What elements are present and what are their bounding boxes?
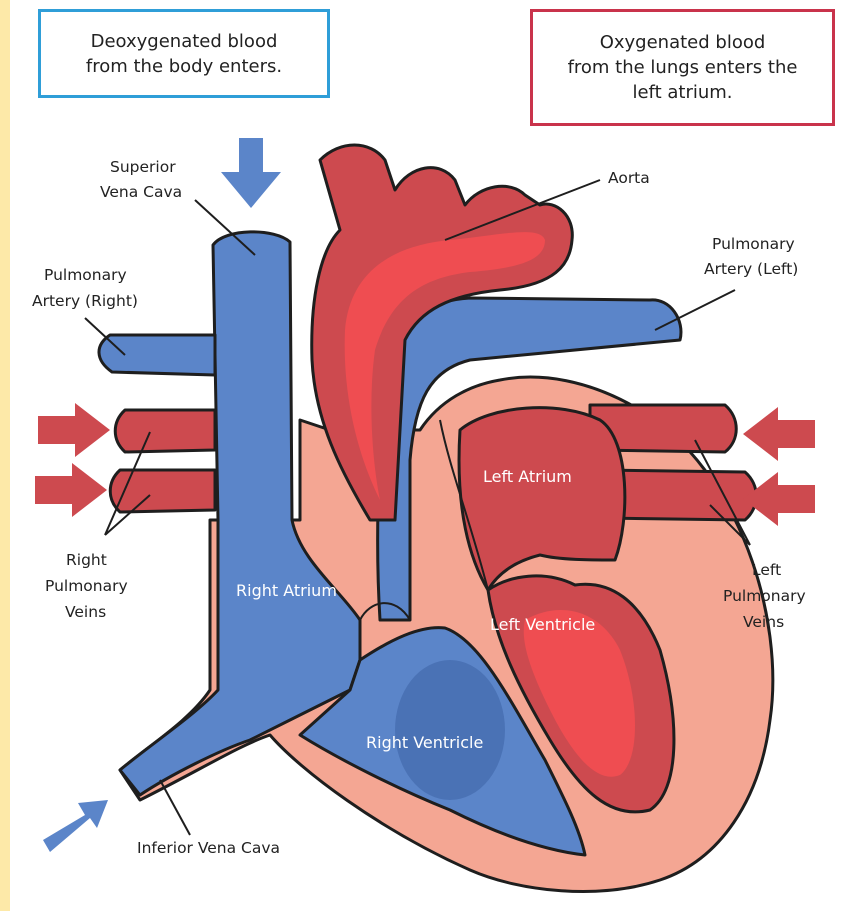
label-aorta: Aorta xyxy=(608,169,650,187)
label-left-atrium: Left Atrium xyxy=(483,467,572,486)
label-right-atrium: Right Atrium xyxy=(236,581,337,600)
arrow-right-icon xyxy=(38,403,110,457)
right-pulmonary-vein-lower xyxy=(110,470,215,512)
label-pulmonary-artery-right: Pulmonary Artery (Right) xyxy=(32,266,138,310)
arrow-left-icon xyxy=(743,407,815,461)
arrow-right-icon xyxy=(35,463,107,517)
label-inferior-vena-cava: Inferior Vena Cava xyxy=(137,839,280,857)
label-pulmonary-artery-left: Pulmonary Artery (Left) xyxy=(704,235,800,278)
arrow-left-icon xyxy=(743,472,815,526)
label-left-ventricle: Left Ventricle xyxy=(490,615,595,634)
label-right-ventricle: Right Ventricle xyxy=(366,733,483,752)
label-superior-vena-cava: Superior Vena Cava xyxy=(100,158,182,201)
right-ventricle-shade xyxy=(395,660,505,800)
info-box-oxygenated: Oxygenated blood from the lungs enters t… xyxy=(530,9,835,126)
pulmonary-artery-right-vessel xyxy=(99,335,215,375)
arrow-diagonal-icon xyxy=(43,800,108,852)
right-pulmonary-vein-upper xyxy=(115,410,215,452)
leader-inferior-vena-cava xyxy=(160,780,190,835)
label-right-pulmonary-veins: Right Pulmonary Veins xyxy=(45,551,133,621)
info-box-deoxygenated: Deoxygenated blood from the body enters. xyxy=(38,9,330,98)
arrow-down-icon xyxy=(221,138,281,208)
